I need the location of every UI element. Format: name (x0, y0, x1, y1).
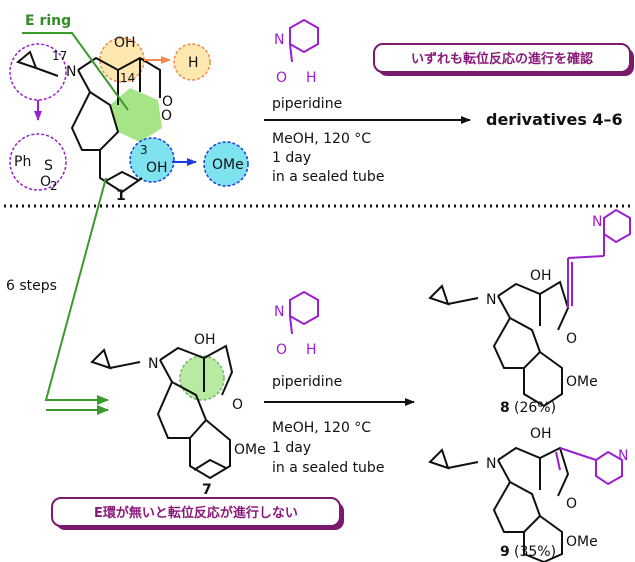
c14-number: 14 (120, 71, 135, 85)
sulfonyl-oxygen: O (40, 174, 51, 190)
top-condition-4: in a sealed tube (272, 169, 384, 185)
top-condition-1: piperidine (272, 96, 342, 112)
oh-atom-1: OH (114, 35, 136, 51)
bottom-condition-2: MeOH, 120 °C (272, 420, 371, 436)
top-condition-2: MeOH, 120 °C (272, 131, 371, 147)
keto-oxygen-7: O (232, 397, 243, 413)
bottom-condition-1: piperidine (272, 374, 342, 390)
top-callout-text: いずれも転位反応の進行を確認 (411, 51, 593, 67)
ome-highlight (203, 141, 249, 187)
reagent-bottom-h: H (306, 342, 317, 358)
compound-8: N N OH O OMe 8 (26%) (428, 208, 631, 416)
oh-atom-7: OH (194, 332, 216, 348)
reagent-top-h: H (306, 70, 317, 86)
h-highlight (173, 43, 211, 81)
compound-1: N 17 OH 14 O O 3 OH 1 (9, 35, 175, 204)
keto-oxygen-8: O (566, 331, 577, 347)
n-atom-7: N (148, 356, 158, 372)
e-ring-label: E ring (25, 13, 71, 29)
c3-highlight (129, 137, 175, 183)
compound-8-number: 8 (500, 400, 510, 416)
top-callout-box (373, 43, 631, 73)
keto-oxygen-1: O (162, 94, 173, 110)
bottom-condition-3: 1 day (272, 440, 311, 456)
reagent-bottom: N O H (274, 290, 319, 358)
steps-label: 6 steps (6, 278, 57, 294)
ome-substituent: OMe (212, 157, 244, 173)
ring-oxygen-1: O (161, 108, 172, 124)
reagent-top: N O H (274, 18, 319, 86)
sulfonyl-highlight (9, 133, 67, 191)
pyridine-n-9: N (618, 448, 628, 464)
sulfonyl-subscript: 2 (50, 179, 58, 193)
phenol-oh-1: OH (146, 160, 168, 176)
compound-1-number: 1 (116, 188, 126, 204)
compound-8-yield: (26%) (514, 400, 556, 416)
missing-e-ring-highlight (179, 355, 225, 401)
n-atom-1: N (66, 64, 76, 80)
steps-green-path (44, 177, 109, 405)
reagent-top-n: N (274, 32, 284, 48)
n-atom-8: N (486, 292, 496, 308)
bottom-callout-box (51, 497, 341, 527)
compound-9-number: 9 (500, 544, 510, 560)
bottom-condition-4: in a sealed tube (272, 460, 384, 476)
top-condition-3: 1 day (272, 150, 311, 166)
ome-atom-9: OMe (566, 534, 598, 550)
n17-number: 17 (52, 49, 67, 63)
top-product-label: derivatives 4–6 (486, 110, 623, 129)
phenyl-label: Ph (14, 154, 31, 170)
oh-atom-9: OH (530, 426, 552, 442)
bottom-callout-text: E環が無いと転位反応が進行しない (94, 505, 298, 521)
ome-atom-8: OMe (566, 374, 598, 390)
ome-atom-7: OMe (234, 442, 266, 458)
sulfur-label: S (44, 158, 53, 174)
keto-oxygen-9: O (566, 496, 577, 512)
oh-atom-8: OH (530, 268, 552, 284)
compound-7-number: 7 (202, 482, 212, 498)
h-substituent: H (188, 55, 199, 71)
reagent-top-o: O (276, 70, 287, 86)
compound-9: N N OH O OMe 9 (35%) (428, 426, 628, 562)
e-ring-leader (22, 32, 129, 111)
c3-number: 3 (140, 143, 148, 157)
compound-7: N OH O OMe 7 (90, 332, 266, 498)
n-atom-9: N (486, 456, 496, 472)
reagent-bottom-n: N (274, 304, 284, 320)
reagent-bottom-o: O (276, 342, 287, 358)
compound-9-yield: (35%) (514, 544, 556, 560)
pyridine-n-8: N (592, 214, 602, 230)
